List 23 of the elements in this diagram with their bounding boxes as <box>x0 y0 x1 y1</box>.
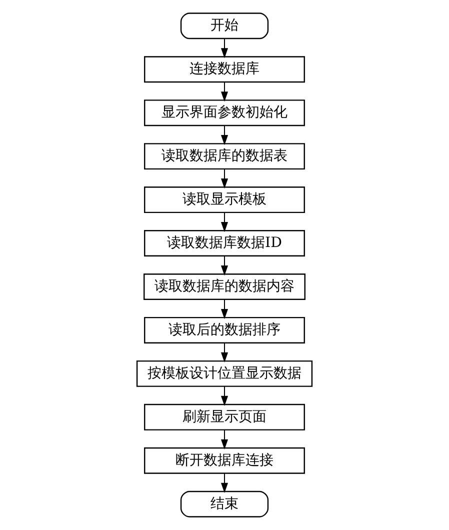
arrow <box>220 386 228 406</box>
node-box: 读取数据库数据ID <box>144 230 305 256</box>
arrow <box>220 343 228 363</box>
node-box: 按模板设计位置显示数据 <box>136 360 313 387</box>
arrow <box>220 126 228 146</box>
arrow <box>220 169 228 189</box>
arrow <box>220 300 228 320</box>
arrow <box>220 212 228 232</box>
node-box: 连接数据库 <box>144 56 305 83</box>
node-box: 结束 <box>180 490 269 518</box>
arrow <box>220 473 228 493</box>
node-box: 刷新显示页面 <box>144 404 305 430</box>
node-box: 读取数据库的数据表 <box>144 143 305 170</box>
arrow <box>220 256 228 276</box>
arrow <box>220 38 228 58</box>
node-box: 显示界面参数初始化 <box>144 100 305 126</box>
arrow <box>220 430 228 450</box>
node-box: 开始 <box>180 12 269 40</box>
arrow <box>220 82 228 102</box>
node-box: 断开数据库连接 <box>144 447 305 474</box>
node-box: 读取数据库的数据内容 <box>144 274 306 300</box>
node-box: 读取后的数据排序 <box>144 316 305 344</box>
node-box: 读取显示模板 <box>144 186 305 214</box>
